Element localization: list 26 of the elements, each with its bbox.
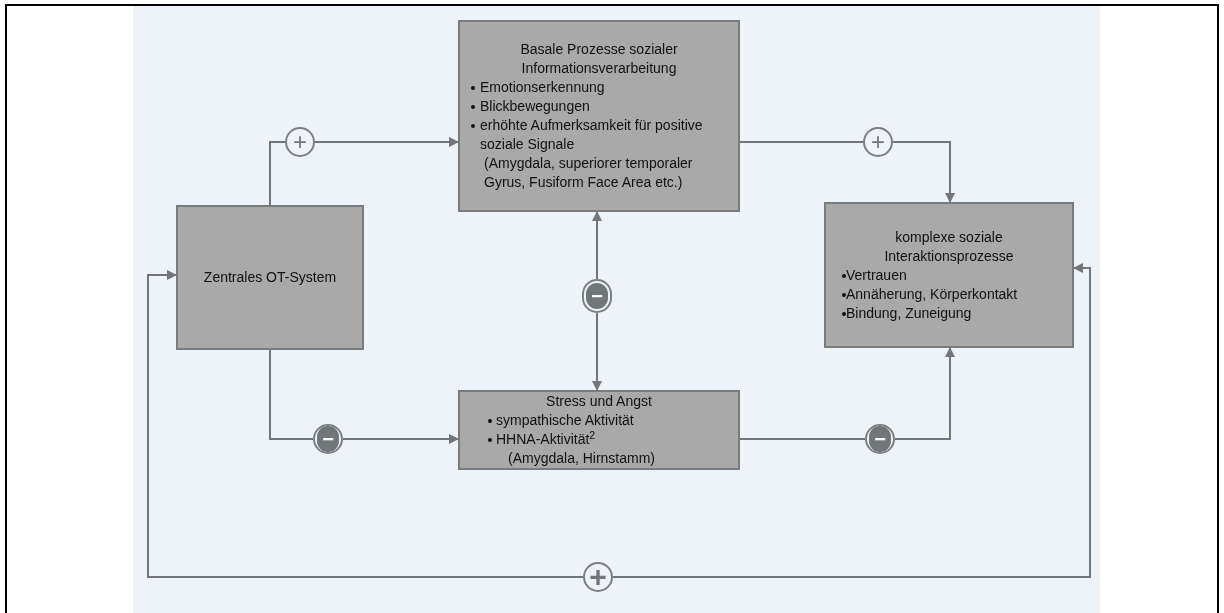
process-box [458, 20, 740, 212]
box-heading: komplexe soziale Interaktionsprozesse [883, 227, 1015, 266]
bullet-item: Annäherung, Körperkontakt [834, 284, 1064, 304]
box-heading: Stress und Angst [545, 392, 653, 411]
process-box [176, 205, 364, 350]
arrow [342, 434, 459, 444]
arrow [147, 270, 584, 578]
box-heading: Basale Prozesse sozialer Informationsverarbeitung [519, 40, 679, 78]
bullet-item: HHNA-Aktivität$^{2}$ [468, 430, 708, 449]
arrow [612, 263, 1091, 578]
arrow [314, 137, 459, 147]
bullet-item: Blickbewegungen [468, 97, 708, 116]
bullet-item: Vertrauen [834, 265, 1064, 285]
arrow [592, 211, 602, 280]
note-text: (Amygdala, Hirnstamm) [507, 449, 657, 468]
note-text: (Amygdala, superiorer temporaler Gyrus, Fusiform Face Area etc.) [483, 154, 694, 192]
arrow [894, 347, 955, 440]
box-heading: Zentrales OT-System [202, 268, 338, 287]
bullet-item: erhöhte Aufmerksamkeit für positive soziale Signale [468, 116, 708, 154]
arrow [892, 141, 955, 203]
bullet-item: Bindung, Zuneigung [834, 303, 1064, 323]
bullet-item: Emotionserkennung [468, 78, 708, 97]
bullet-item: sympathische Aktivität [468, 411, 708, 430]
process-box [824, 202, 1074, 348]
arrow [592, 312, 602, 391]
process-box [458, 390, 740, 470]
